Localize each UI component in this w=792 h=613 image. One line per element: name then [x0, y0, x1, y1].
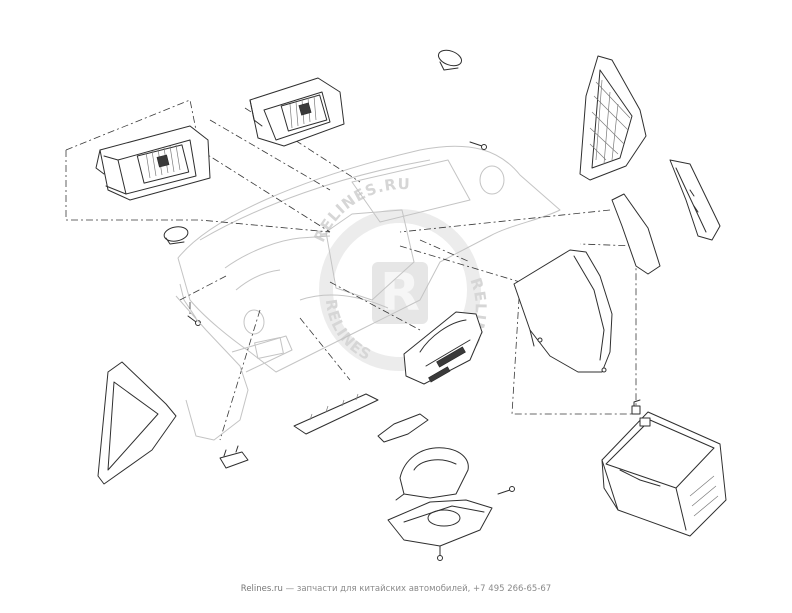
footer-site-link[interactable]: Relines.ru	[240, 584, 283, 594]
left-cap	[163, 226, 189, 245]
column-shroud-upper	[395, 447, 469, 501]
cluster-bezel	[403, 311, 483, 385]
cluster-hood	[513, 249, 613, 373]
right-end-cover	[611, 193, 661, 275]
top-cap	[437, 49, 463, 71]
glove-box	[601, 411, 727, 537]
right-side-trim	[579, 55, 647, 181]
watermark-logo	[372, 262, 428, 324]
top-screw	[469, 141, 487, 150]
shroud-screw-bottom	[437, 545, 443, 561]
watermark-logo-letter: R	[380, 263, 420, 323]
shroud-screw-right	[497, 486, 515, 495]
upper-air-vent	[249, 77, 345, 147]
center-air-vent	[95, 125, 211, 201]
left-end-panel	[97, 361, 177, 485]
column-shroud-lower	[387, 499, 493, 547]
knee-trim-strip	[293, 393, 379, 435]
footer-caption: Relines.ru — запчасти для китайских авто…	[0, 584, 792, 594]
retaining-clip	[631, 399, 641, 415]
dashboard-panel	[177, 145, 561, 373]
left-screw	[187, 315, 201, 326]
footer-tagline: запчасти для китайских автомобилей, +7 4…	[296, 584, 552, 594]
small-curved-cover	[377, 413, 429, 443]
lower-left-panel	[175, 295, 293, 441]
right-pillar-strip	[669, 159, 721, 241]
switch-bracket	[219, 445, 249, 469]
watermark-ring	[319, 209, 481, 371]
footer-separator: —	[282, 584, 297, 594]
